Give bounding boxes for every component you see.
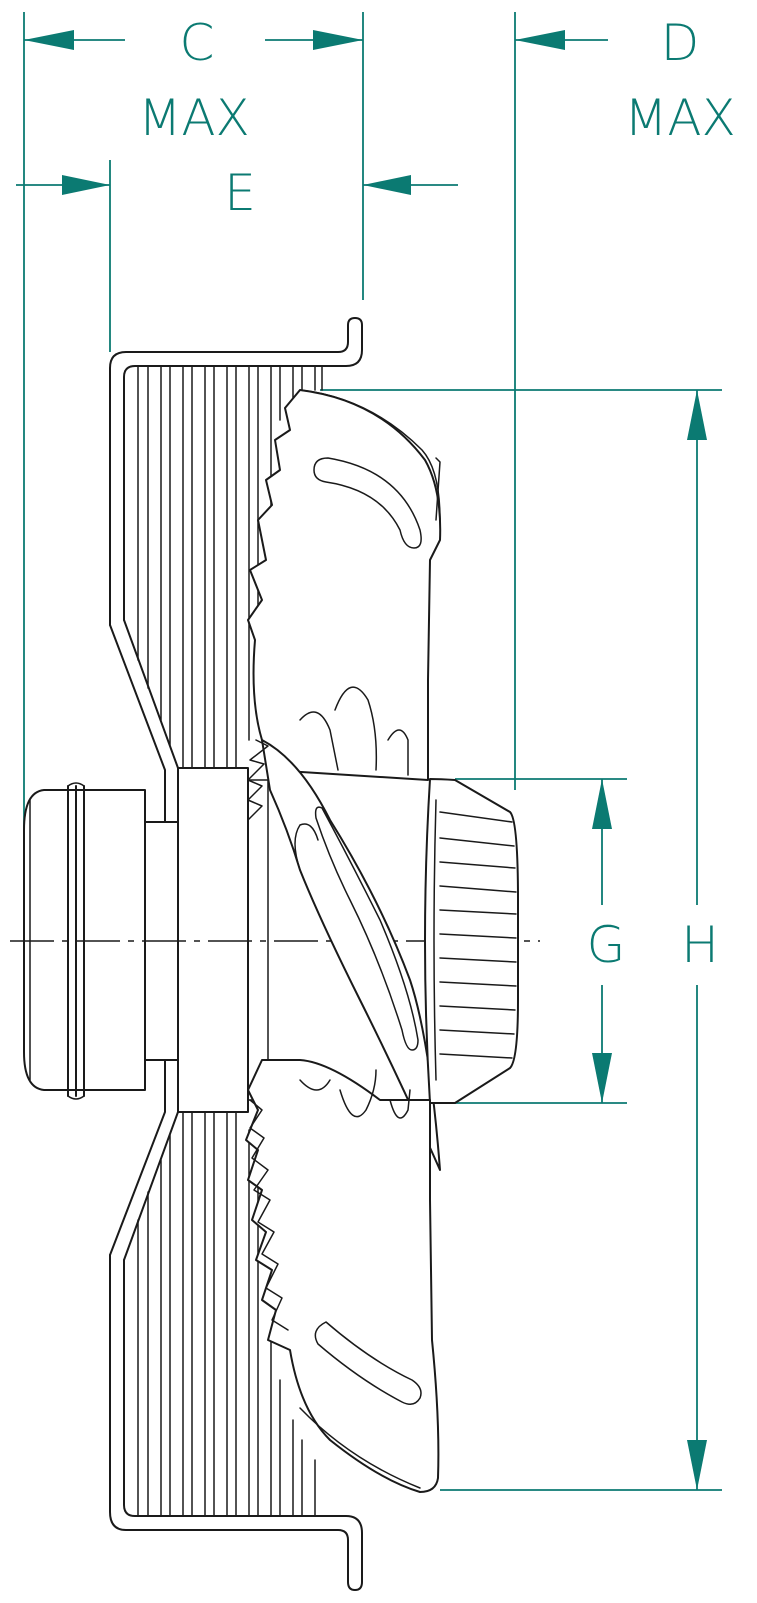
hub-ribs xyxy=(433,799,517,1081)
dimension-e: E xyxy=(16,160,458,352)
d-left-arrow xyxy=(515,30,565,50)
g-top-arrow xyxy=(592,779,612,829)
motor-flange xyxy=(177,767,249,1113)
dimension-g: G xyxy=(455,778,627,1104)
lower-guard-ribs xyxy=(137,1111,316,1517)
c-label: C xyxy=(180,14,215,72)
c-max-label: MAX xyxy=(138,89,250,147)
rear-blade-lobes xyxy=(247,686,411,1119)
g-label: G xyxy=(587,916,626,974)
center-blade xyxy=(261,739,441,1171)
e-label: E xyxy=(224,164,256,222)
h-label: H xyxy=(681,916,719,974)
dimension-c: C MAX xyxy=(23,12,364,940)
dimension-d: D MAX xyxy=(514,12,736,790)
motor xyxy=(23,767,269,1113)
e-right-arrow xyxy=(363,175,411,195)
e-left-arrow xyxy=(62,175,110,195)
g-bottom-arrow xyxy=(592,1053,612,1103)
fan-hub xyxy=(424,778,519,1104)
d-max-label: MAX xyxy=(624,89,736,147)
lower-blade xyxy=(245,1059,440,1493)
upper-blade xyxy=(247,389,442,781)
h-bottom-arrow xyxy=(687,1440,707,1490)
c-right-arrow xyxy=(313,30,363,50)
d-label: D xyxy=(661,14,700,72)
upper-guard-ribs xyxy=(137,365,323,769)
dimension-h: H xyxy=(320,389,722,1491)
c-left-arrow xyxy=(24,30,74,50)
fan-guard xyxy=(109,317,363,1591)
motor-end-cap xyxy=(23,789,146,1091)
h-top-arrow xyxy=(687,390,707,440)
